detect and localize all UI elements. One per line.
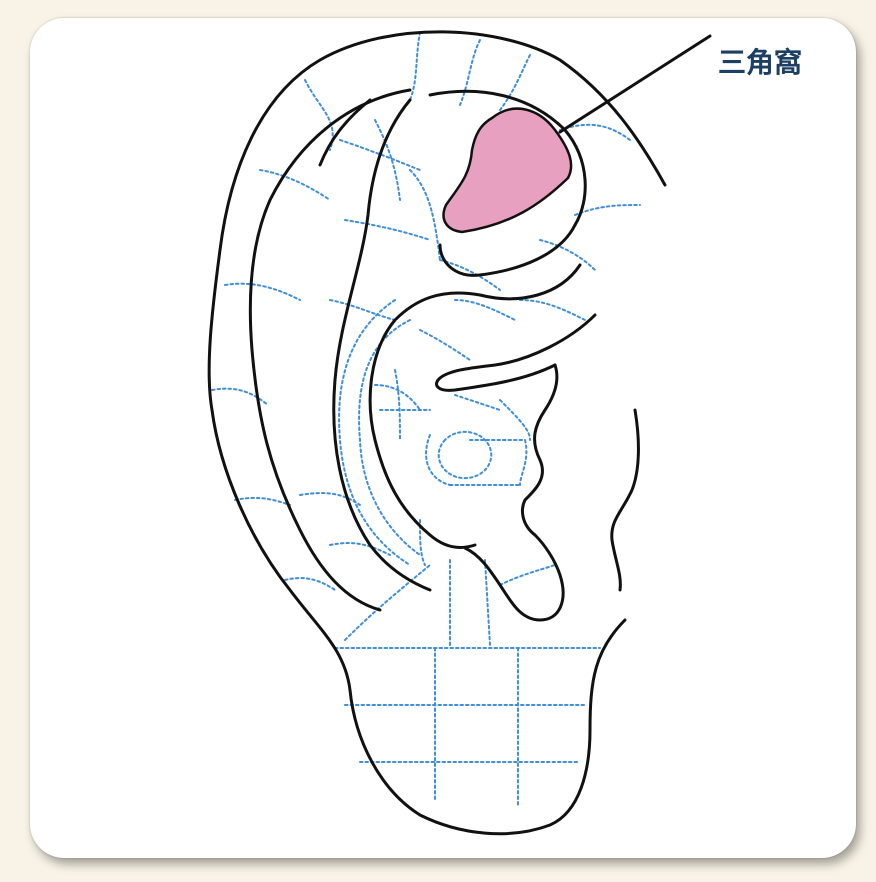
ear-outline [209,32,665,834]
leader-line [560,36,710,132]
region-label: 三角窩 [718,46,802,79]
triangular-fossa-region[interactable] [444,109,572,232]
